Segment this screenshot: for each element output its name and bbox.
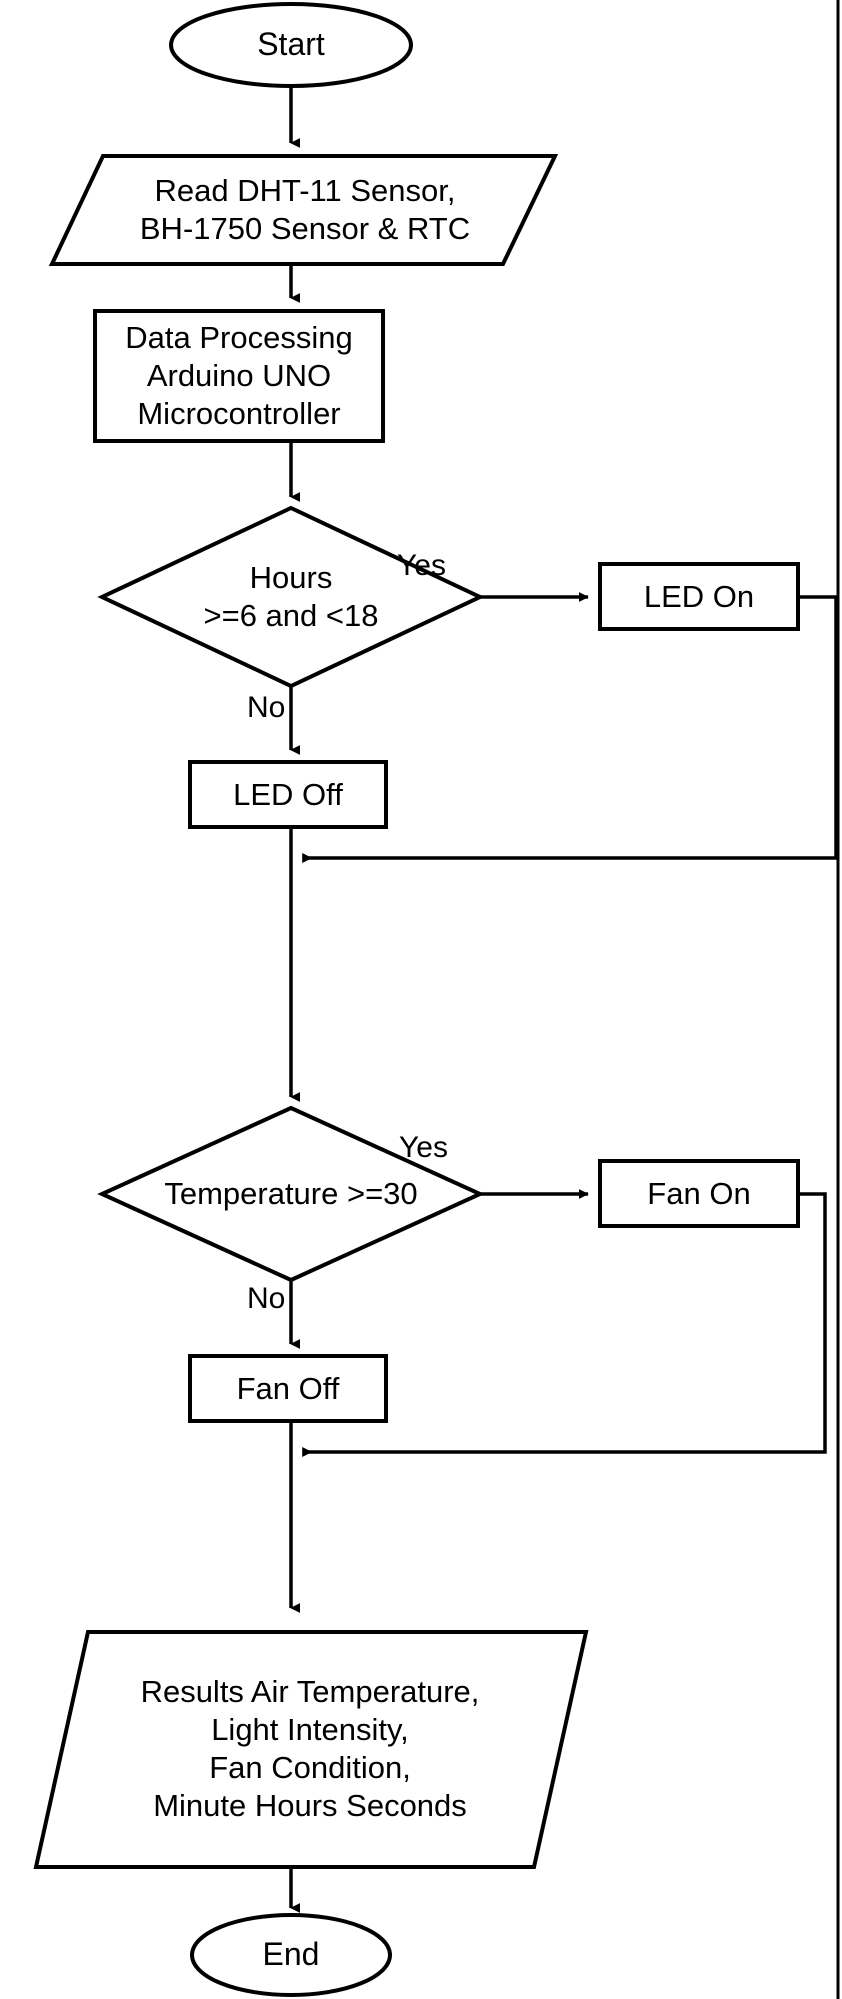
shape-fan-on xyxy=(598,1159,800,1228)
edge-label-hours-no: No xyxy=(247,691,286,724)
shape-led-on xyxy=(598,562,800,631)
shape-read-sensors xyxy=(48,154,559,266)
connector-led-on-return xyxy=(302,595,838,863)
edge-label-temperature-yes: Yes xyxy=(399,1131,448,1164)
shape-end xyxy=(190,1913,392,1997)
edge-label-hours-yes: Yes xyxy=(397,549,446,582)
shape-start xyxy=(169,2,413,88)
shape-hours-decision xyxy=(97,505,485,689)
shape-data-processing xyxy=(93,309,385,443)
shape-fan-off xyxy=(188,1354,388,1423)
edge-label-temperature-no: No xyxy=(247,1282,286,1315)
shape-led-off xyxy=(188,760,388,829)
connector-fan-on-return xyxy=(302,1192,827,1457)
shape-results xyxy=(33,1630,589,1869)
